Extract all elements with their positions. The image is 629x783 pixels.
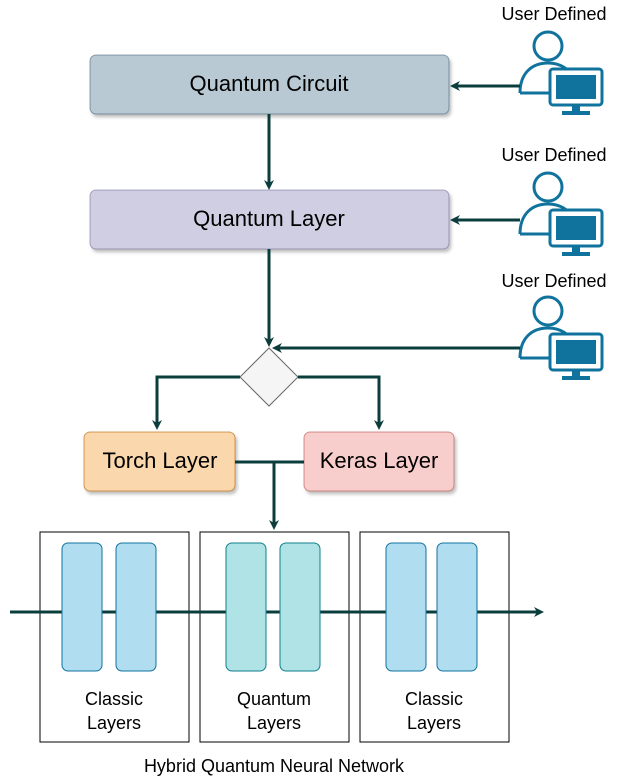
quantum-layer-bar — [279, 542, 321, 672]
torch-layer-label: Torch Layer — [103, 448, 218, 473]
group-label-2-line1: Quantum — [237, 689, 311, 709]
quantum-layer-box: Quantum Layer — [89, 189, 450, 250]
classic-layer-bar — [385, 542, 427, 672]
torch-layer-box: Torch Layer — [83, 431, 236, 492]
network-caption: Hybrid Quantum Neural Network — [144, 756, 405, 776]
group-label-1-line2: Layers — [87, 713, 141, 733]
decision-diamond — [239, 347, 299, 407]
classic-layer-bar — [61, 542, 103, 672]
classic-layer-bar — [436, 542, 478, 672]
user-group-3: User Defined — [272, 271, 607, 382]
user-computer-icon — [518, 30, 604, 117]
user-defined-label-2: User Defined — [501, 145, 606, 165]
group-label-3-line1: Classic — [405, 689, 463, 709]
user-defined-label-3: User Defined — [501, 271, 606, 291]
group-label-3-line2: Layers — [407, 713, 461, 733]
keras-layer-label: Keras Layer — [320, 448, 439, 473]
user-group-1: User Defined — [450, 4, 607, 117]
group-label-2-line2: Layers — [247, 713, 301, 733]
arrow-decision-to-torch — [152, 375, 240, 430]
user-group-2: User Defined — [450, 145, 607, 258]
classic-group-box-2 — [359, 531, 510, 743]
quantum-layer-label: Quantum Layer — [193, 206, 345, 231]
classic-layer-bar — [115, 542, 157, 672]
quantum-circuit-label: Quantum Circuit — [190, 71, 349, 96]
quantum-layer-bar — [225, 542, 267, 672]
group-label-1-line1: Classic — [85, 689, 143, 709]
user-computer-icon — [518, 171, 604, 258]
arrow-decision-to-keras — [298, 375, 384, 430]
user-computer-icon — [518, 295, 604, 382]
quantum-circuit-box: Quantum Circuit — [89, 54, 450, 115]
quantum-group-box — [199, 531, 350, 743]
keras-layer-box: Keras Layer — [303, 431, 455, 492]
user-defined-label-1: User Defined — [501, 4, 606, 24]
